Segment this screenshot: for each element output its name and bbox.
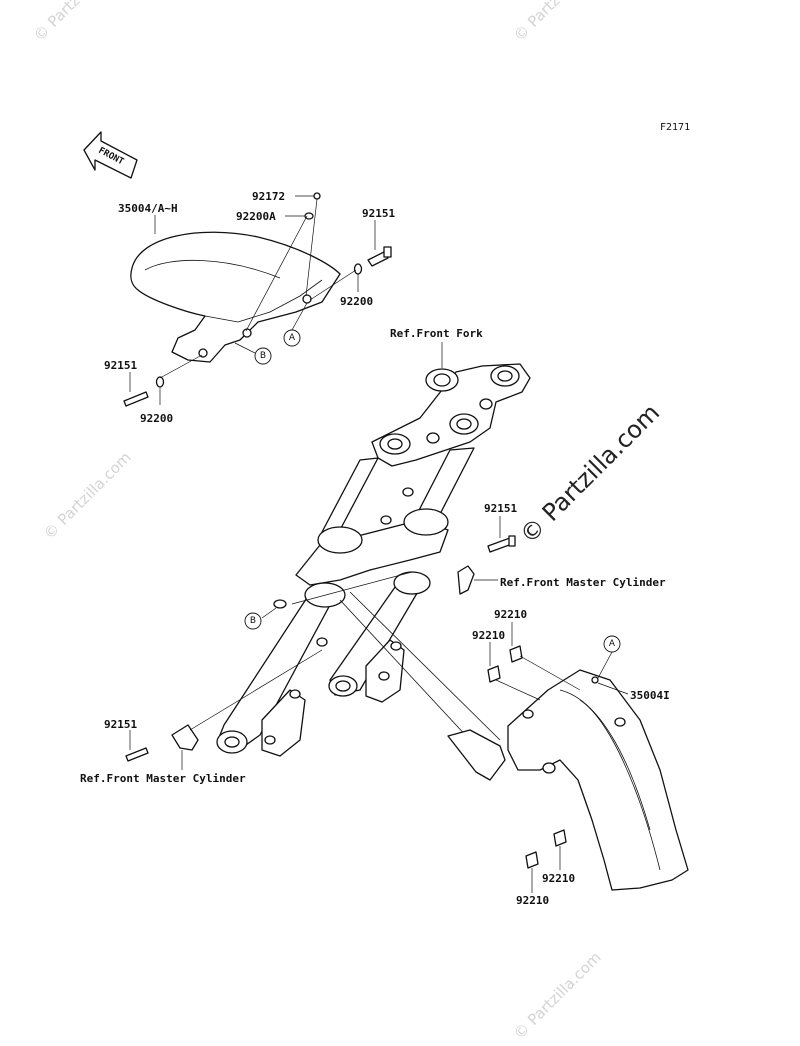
watermark-mid-left: © Partzilla.com bbox=[40, 448, 135, 543]
label-92151-left: 92151 bbox=[104, 359, 137, 372]
hardware-mid bbox=[125, 535, 516, 762]
leader-lines-top bbox=[129, 195, 376, 405]
label-92151-lower: 92151 bbox=[104, 718, 137, 731]
callout-a-bottom-label: A bbox=[609, 639, 616, 649]
callout-b-top-label: B bbox=[260, 351, 266, 361]
label-92172: 92172 bbox=[252, 190, 285, 203]
label-92200-top: 92200 bbox=[340, 295, 373, 308]
front-fork-part bbox=[216, 363, 531, 757]
watermark-center: © Partzilla.com bbox=[514, 398, 665, 549]
leader-lines-bottom bbox=[489, 622, 629, 893]
callout-b-mid-label: B bbox=[250, 616, 256, 626]
callout-a-bottom: A bbox=[603, 635, 621, 653]
callout-a-top-label: A bbox=[289, 333, 296, 343]
label-92210-c: 92210 bbox=[542, 872, 575, 885]
callout-b-mid: B bbox=[244, 612, 262, 630]
figure-code: F2171 bbox=[660, 122, 690, 133]
front-fender-part bbox=[447, 645, 689, 891]
part-labels: 35004/A~H 92172 92200A 92151 92200 92151… bbox=[80, 190, 670, 907]
label-92151-mid: 92151 bbox=[484, 502, 517, 515]
label-ref-front-fork: Ref.Front Fork bbox=[390, 327, 483, 340]
label-92200-left: 92200 bbox=[140, 412, 173, 425]
label-92210-b: 92210 bbox=[472, 629, 505, 642]
label-92210-d: 92210 bbox=[516, 894, 549, 907]
watermark-top-right: © Partzilla.com bbox=[510, 0, 605, 45]
label-front-fender: 35004I bbox=[630, 689, 670, 702]
label-ref-master-cylinder-right: Ref.Front Master Cylinder bbox=[500, 576, 666, 589]
label-92151-top: 92151 bbox=[362, 207, 395, 220]
rear-fender-part bbox=[130, 231, 341, 363]
label-ref-master-cylinder-left: Ref.Front Master Cylinder bbox=[80, 772, 246, 785]
callout-a-top: A bbox=[283, 329, 301, 347]
leader-lines-mid bbox=[129, 342, 501, 770]
watermark-top-left: © Partzilla.com bbox=[30, 0, 125, 45]
callout-b-top: B bbox=[254, 347, 272, 365]
front-arrow-icon: FRONT bbox=[83, 131, 138, 179]
watermark-bottom: © Partzilla.com bbox=[510, 948, 605, 1043]
label-92200a: 92200A bbox=[236, 210, 276, 223]
label-92210-a: 92210 bbox=[494, 608, 527, 621]
label-rear-fender: 35004/A~H bbox=[118, 202, 178, 215]
